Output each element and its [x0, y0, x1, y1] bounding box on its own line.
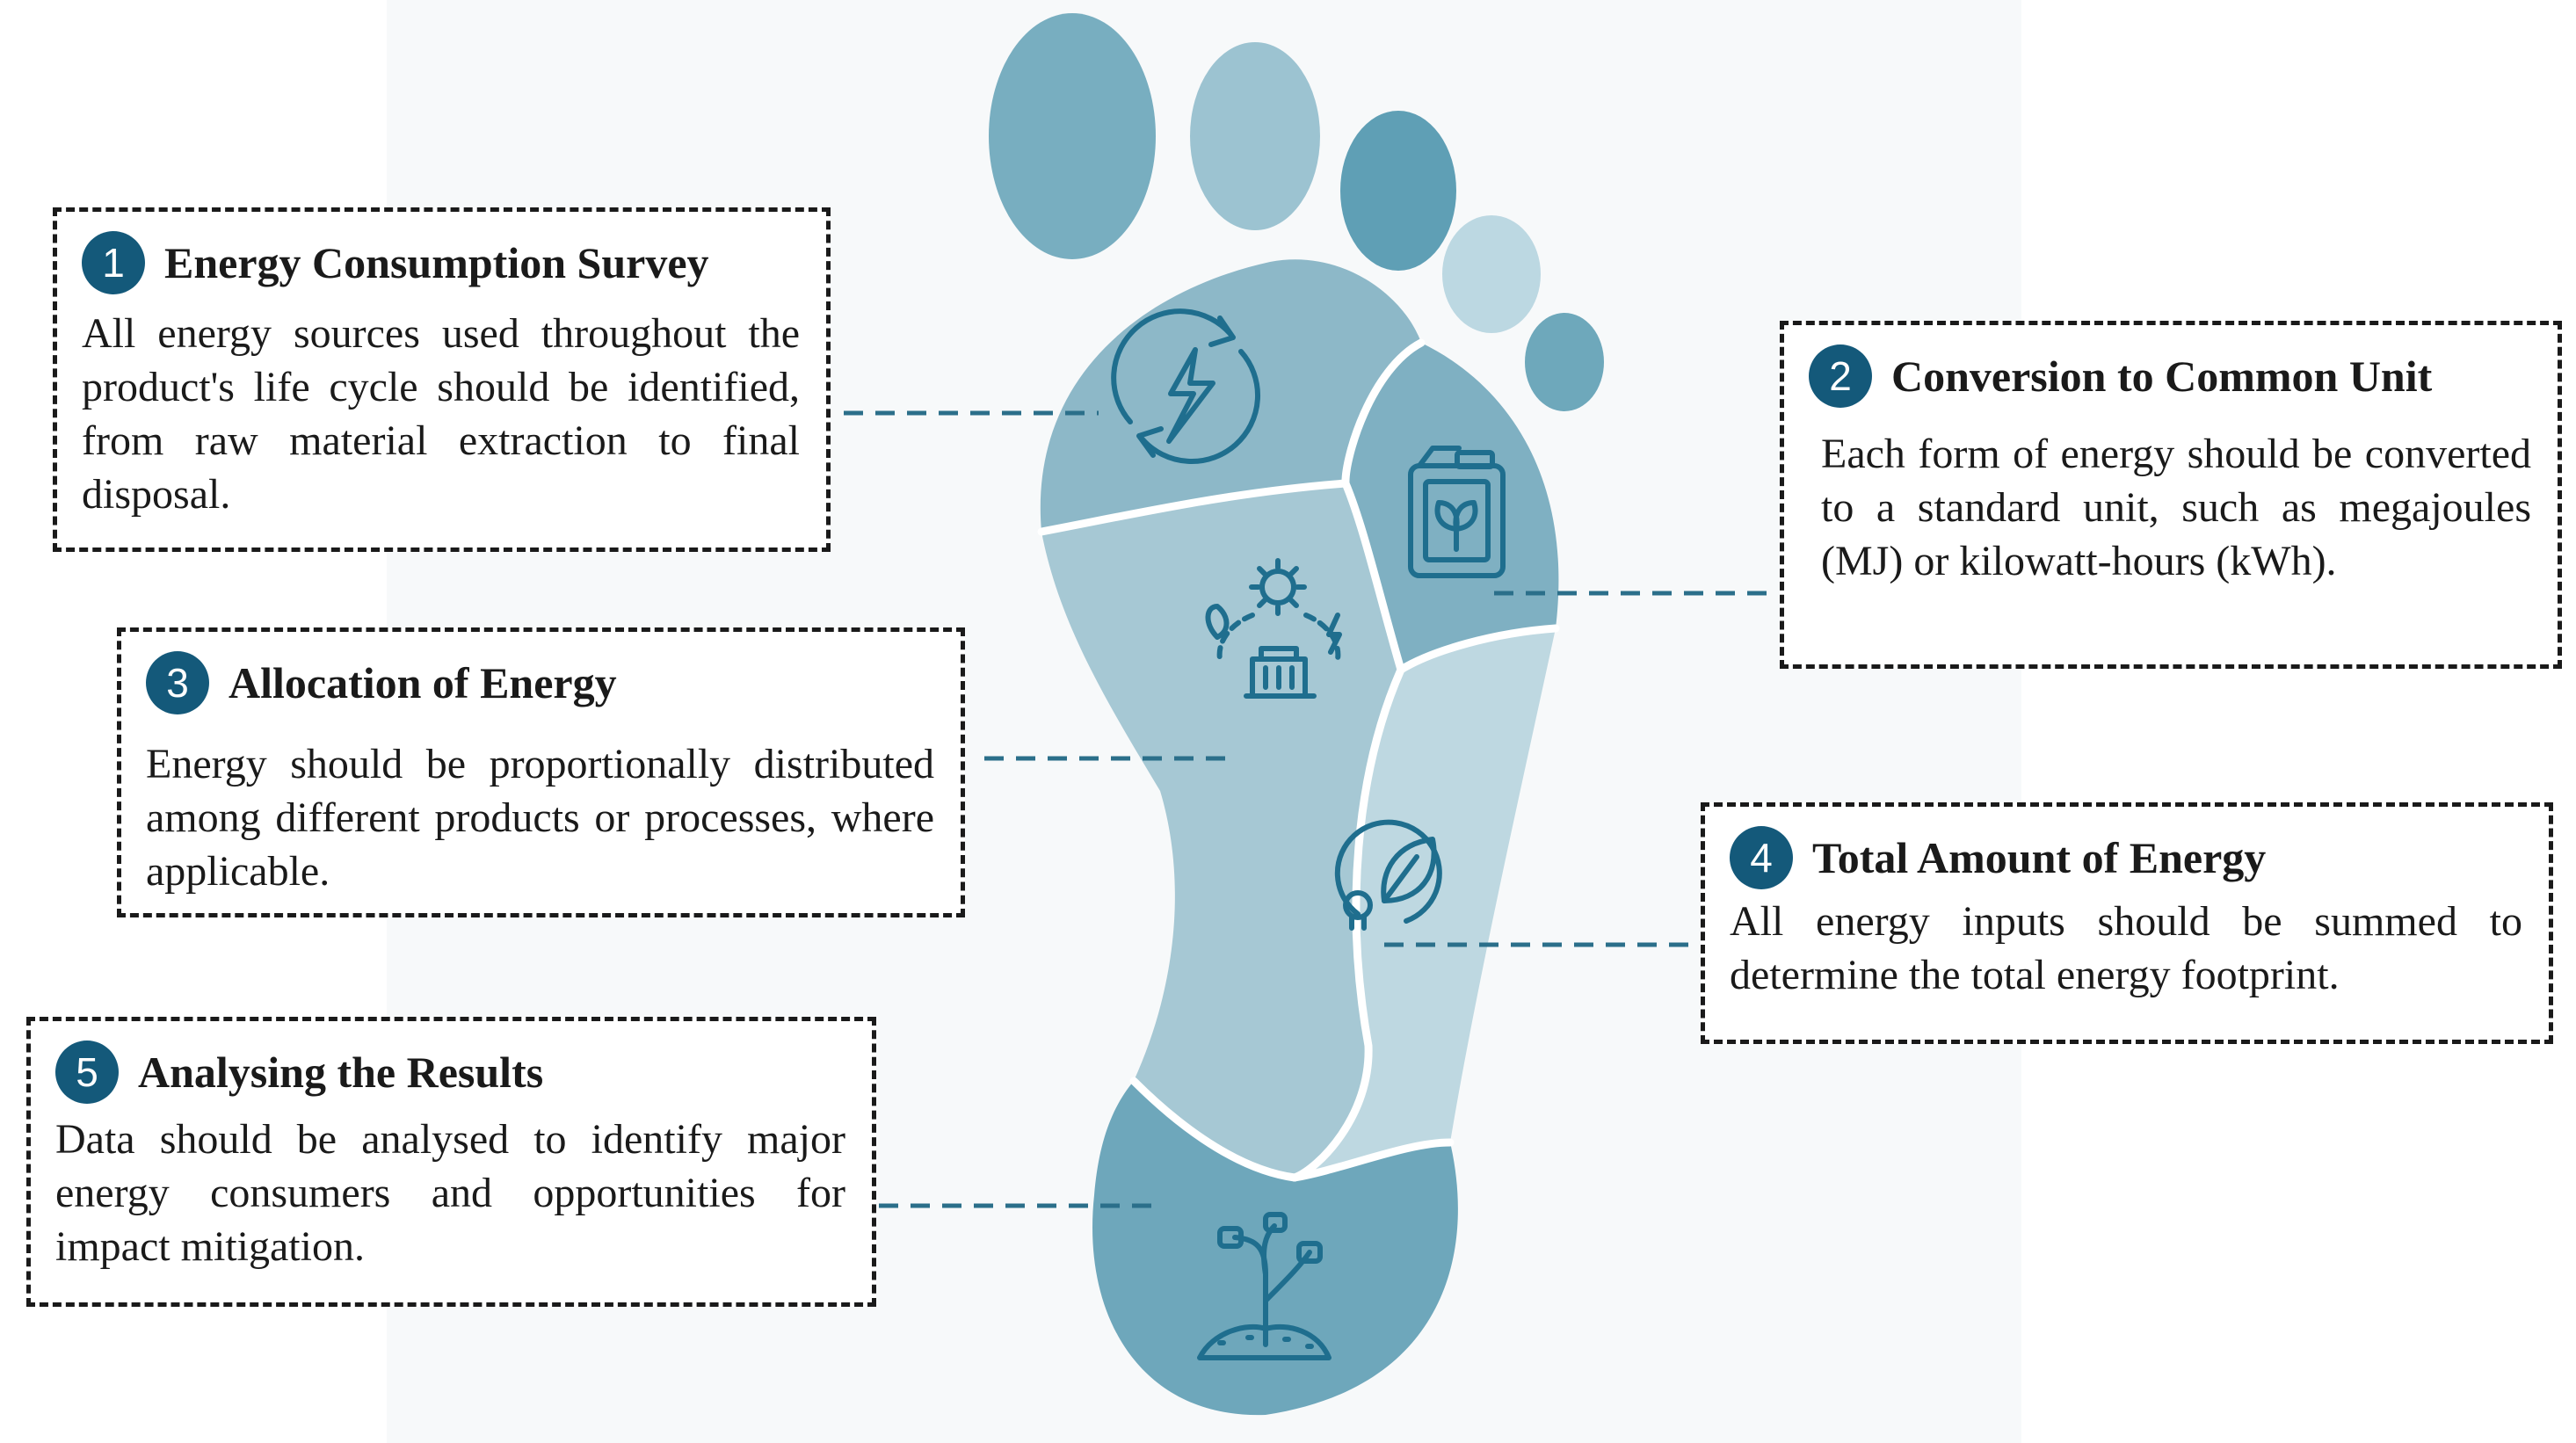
connector-lines: [844, 410, 1775, 1208]
fuel-canister-icon: [1408, 446, 1506, 578]
step-box-allocation-of-energy: 3 Allocation of Energy Energy should be …: [117, 627, 965, 917]
step-box-conversion-to-common-unit: 2 Conversion to Common Unit Each form of…: [1780, 321, 2562, 669]
step-box-total-amount-of-energy: 4 Total Amount of Energy All energy inpu…: [1701, 802, 2553, 1044]
toe-third: [1340, 111, 1456, 271]
step-number-badge: 4: [1730, 826, 1793, 889]
step-number-badge: 5: [55, 1041, 119, 1104]
step-description: Data should be analysed to identify majo…: [55, 1116, 845, 1270]
foot-region-middle: [1041, 483, 1401, 1178]
step-description: All energy sources used throughout the p…: [82, 310, 800, 518]
toe-second: [1190, 42, 1320, 230]
eco-plug-icon: [1334, 819, 1442, 931]
step-description: All energy inputs should be summed to de…: [1730, 898, 2522, 998]
footprint-toes: [989, 13, 1604, 411]
step-header: 1 Energy Consumption Survey: [82, 231, 800, 294]
footprint-dividers: [1037, 338, 1560, 1182]
step-icons: [1111, 308, 1506, 1360]
toe-little: [1525, 313, 1604, 411]
toe-big: [989, 13, 1156, 259]
energy-allocation-icon: [1205, 558, 1342, 699]
step-header: 3 Allocation of Energy: [146, 651, 934, 714]
footprint-sole: [1040, 259, 1559, 1416]
step-box-energy-consumption-survey: 1 Energy Consumption Survey All energy s…: [53, 207, 831, 552]
step-title: Total Amount of Energy: [1812, 832, 2267, 882]
plug-tree-icon: [1197, 1212, 1332, 1360]
step-number-badge: 2: [1809, 344, 1872, 408]
toe-fourth: [1442, 215, 1541, 333]
foot-region-outer: [1295, 628, 1556, 1178]
step-header: 2 Conversion to Common Unit: [1809, 344, 2531, 408]
step-box-analysing-the-results: 5 Analysing the Results Data should be a…: [26, 1017, 876, 1307]
energy-cycle-icon: [1111, 308, 1261, 465]
step-title: Allocation of Energy: [229, 657, 617, 707]
step-number-badge: 3: [146, 651, 209, 714]
step-description: Energy should be proportionally distribu…: [146, 741, 934, 895]
step-number-badge: 1: [82, 231, 145, 294]
step-header: 5 Analysing the Results: [55, 1041, 845, 1104]
step-header: 4 Total Amount of Energy: [1730, 826, 2522, 889]
step-title: Conversion to Common Unit: [1891, 351, 2433, 401]
step-title: Energy Consumption Survey: [164, 237, 709, 287]
step-title: Analysing the Results: [138, 1047, 544, 1097]
step-description: Each form of energy should be converted …: [1821, 431, 2531, 584]
foot-region-heel: [1092, 1081, 1458, 1416]
